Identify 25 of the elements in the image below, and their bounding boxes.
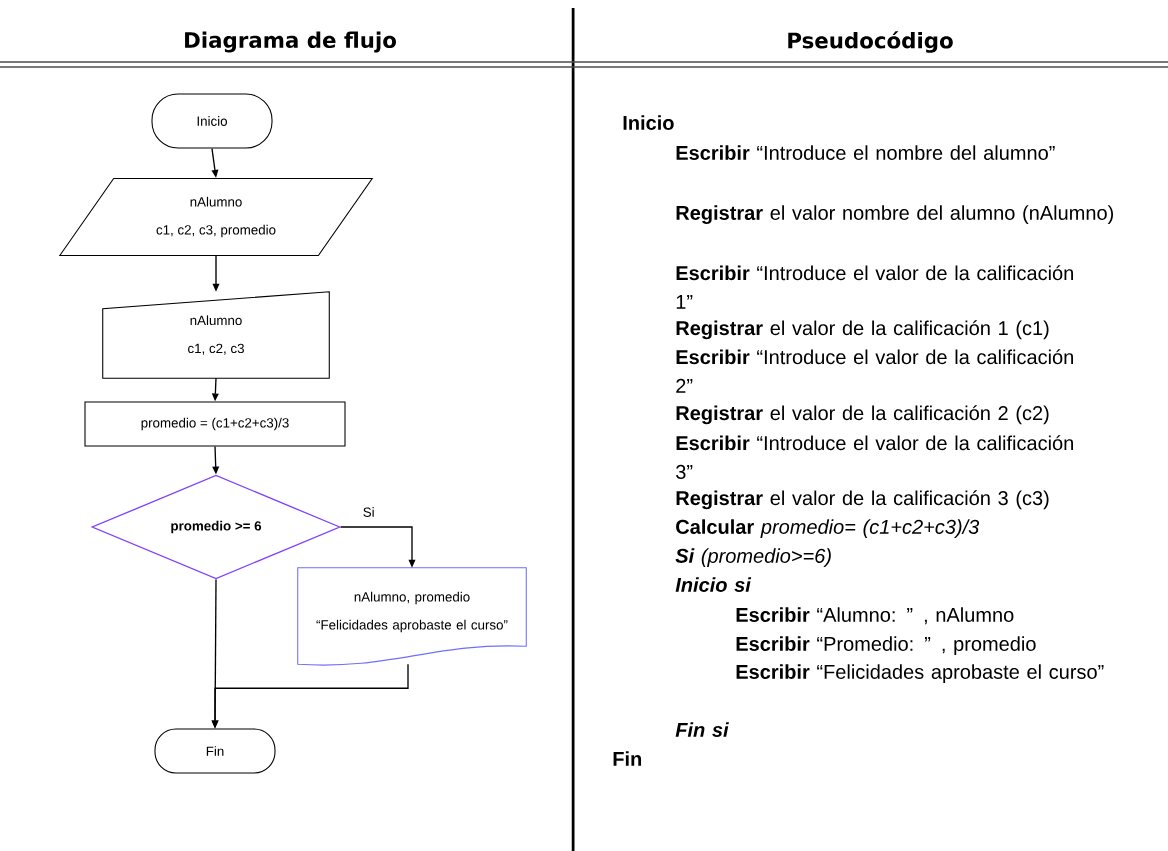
pseudocode-line: Calcular promedio= (c1+c2+c3)/3 (676, 519, 980, 538)
pseudocode-line: Si (promedio>=6) (675, 548, 831, 567)
pseudocode-line: Registrar el valor de la calificación 3 (c3) (676, 490, 1049, 510)
column-heading: Pseudocódigo (788, 31, 953, 53)
pseudocode-line: Fin si (675, 722, 729, 737)
pseudocode-line: Inicio (623, 115, 674, 130)
pseudocode-line: Escribir “Promedio: ” , promedio (736, 636, 1036, 655)
pseudocode-line: Fin (613, 751, 642, 766)
process-box: promedio = (c1+c2+c3)/3 (84, 401, 346, 447)
pseudocode-line: Escribir “Introduce el valor de la calificación 3” (676, 435, 1073, 479)
end-terminal: Fin (154, 728, 276, 774)
pseudocode-line: Registrar el valor de la calificación 2 (c2) (676, 405, 1049, 425)
pseudocode-line: Registrar el valor de la calificación 1 (c1) (676, 320, 1049, 340)
pseudocode-line: Inicio si (675, 577, 752, 592)
pseudocode-line: Registrar el valor nombre del alumno (nAlumno) (676, 205, 1113, 224)
document-box: nAlumno, promedio “Felicidades aprobaste el curso” (297, 567, 527, 666)
pseudocode-line: Escribir “Alumno: ” , nAlumno (736, 607, 1014, 625)
pseudocode-line: Escribir “Introduce el nombre del alumno” (676, 145, 1055, 160)
pseudocode-line: Escribir “Introduce el valor de la calificación 1” (676, 265, 1073, 309)
start-terminal: Inicio (151, 93, 273, 149)
edge-label: Si (361, 505, 376, 519)
manual-input-box: nAlumno c1, c2, c3 (102, 291, 330, 379)
pseudocode-line: Escribir “Introduce el valor de la calificación 2” (676, 349, 1073, 393)
pseudocode-line: Escribir “Felicidades aprobaste el curso” (736, 664, 1104, 683)
column-heading: Diagrama de flujo (185, 31, 396, 53)
